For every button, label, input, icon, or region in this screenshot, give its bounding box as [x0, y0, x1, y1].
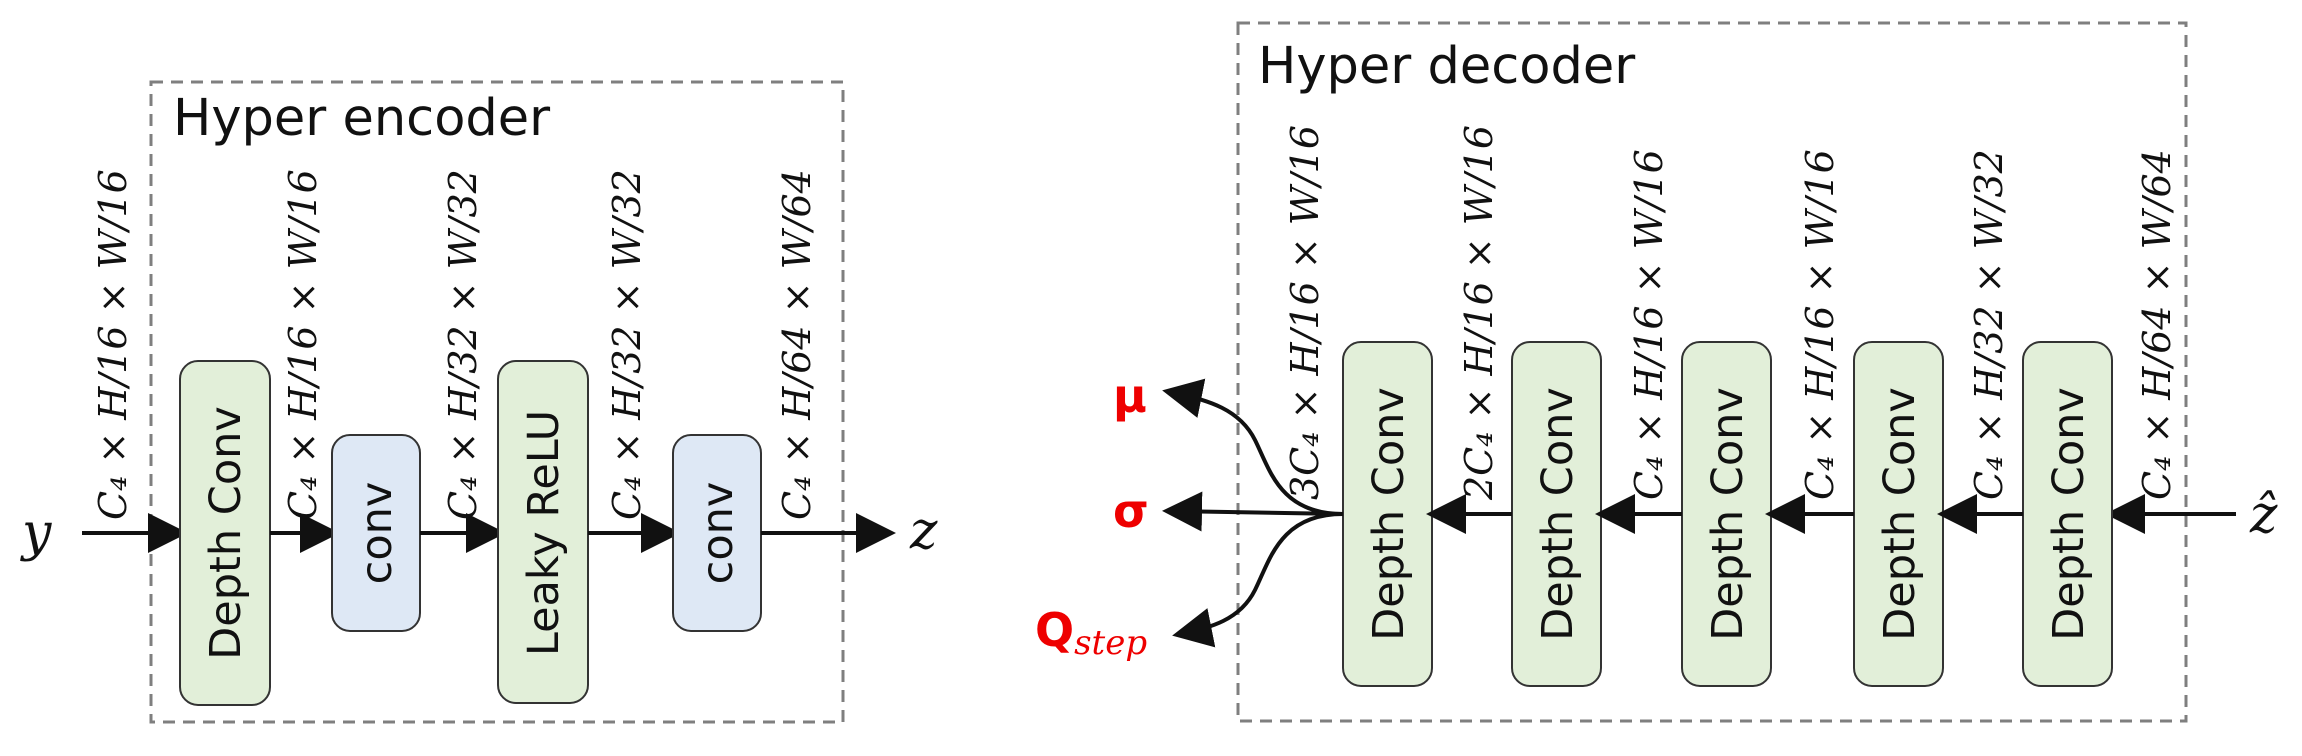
decoder-dim-label-3: C₄ × H/16 × W/16 — [1627, 149, 1671, 500]
decoder-depth-conv-label-1: Depth Conv — [1364, 387, 1414, 641]
encoder-input-label: y — [20, 503, 52, 563]
encoder-conv-label-2: conv — [693, 482, 743, 585]
encoder-dim-label-1: C₄ × H/16 × W/16 — [91, 169, 135, 520]
decoder-dim-label-6: C₄ × H/64 × W/64 — [2135, 149, 2179, 500]
decoder-dim-label-5: C₄ × H/32 × W/32 — [1967, 149, 2011, 500]
encoder-depth-conv-label: Depth Conv — [201, 406, 251, 660]
encoder-dim-label-2: C₄ × H/16 × W/16 — [281, 169, 325, 520]
decoder-depth-conv-label-5: Depth Conv — [2044, 387, 2094, 641]
decoder-dim-label-2: 2C₄ × H/16 × W/16 — [1457, 125, 1501, 501]
decoder-depth-conv-label-2: Depth Conv — [1533, 387, 1583, 641]
output-sigma-label: σ — [1113, 484, 1149, 538]
encoder-title: Hyper encoder — [173, 89, 550, 148]
encoder-conv-label-1: conv — [352, 482, 402, 585]
encoder-dim-label-5: C₄ × H/64 × W/64 — [775, 169, 819, 520]
encoder-dim-label-3: C₄ × H/32 × W/32 — [441, 169, 485, 520]
hyper-decoder: Hyper decoder ẑ Depth Conv Depth Conv De… — [1035, 21, 2278, 723]
output-mu-label: μ — [1113, 369, 1147, 423]
hyper-encoder: Hyper encoder y Depth Conv conv Leaky Re… — [20, 80, 938, 724]
decoder-branch-sigma-arrow — [1162, 491, 1344, 532]
output-qstep-subscript: step — [1074, 623, 1147, 663]
decoder-dim-label-1: 3C₄ × H/16 × W/16 — [1283, 125, 1327, 500]
decoder-title: Hyper decoder — [1258, 37, 1635, 96]
decoder-dim-label-4: C₄ × H/16 × W/16 — [1798, 149, 1842, 500]
decoder-depth-conv-label-4: Depth Conv — [1875, 387, 1925, 641]
encoder-leaky-relu-label: Leaky ReLU — [519, 410, 569, 656]
encoder-dashed-frame — [149, 80, 845, 724]
decoder-depth-conv-label-3: Depth Conv — [1703, 387, 1753, 641]
output-qstep-label: Qstep — [1035, 603, 1147, 663]
output-qstep-main: Q — [1035, 603, 1074, 657]
decoder-branch-mu-arrow — [1162, 378, 1344, 516]
encoder-output-label: z — [909, 501, 938, 561]
decoder-input-label: ẑ — [2249, 485, 2278, 545]
decoder-branch-qstep-arrow — [1172, 512, 1344, 648]
decoder-dashed-frame — [1236, 21, 2188, 723]
encoder-dim-label-4: C₄ × H/32 × W/32 — [605, 169, 649, 520]
